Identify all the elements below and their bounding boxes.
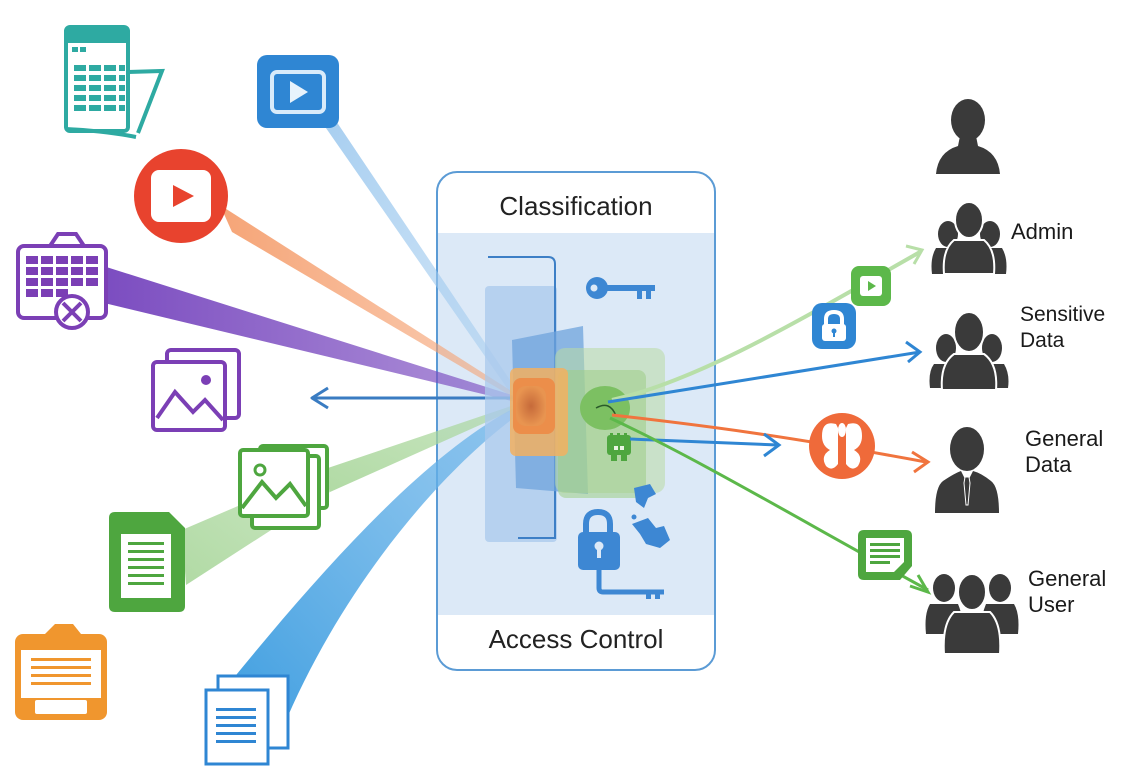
ray-to-general-data-head [911,450,931,474]
lock-badge-icon [812,303,856,349]
user-group-icon [931,201,1007,275]
split-circle-icon [809,413,875,479]
lock-key-icon [578,508,664,599]
ray-calendar [100,265,518,402]
ray-image-green [322,403,520,492]
sensitive-data-label: Sensitive Data [1020,302,1105,354]
arrow-back-head [310,386,329,410]
general-user-label: General User [1028,566,1106,618]
key-icon [586,277,655,299]
video-badge-icon [851,266,891,306]
video-player-icon[interactable] [257,55,339,128]
sensitive-data-line2: Data [1020,329,1065,352]
ray-mid-arrow-head [763,432,782,458]
video-play-icon[interactable] [134,149,228,243]
broken-fragments-icon [631,484,670,548]
layer-orange-core [516,386,546,426]
stacked-documents-icon[interactable] [204,674,290,766]
businessman-icon [935,427,999,513]
image-gallery-icon[interactable] [151,348,241,432]
ray-to-sensitive [607,350,921,404]
admin-label: Admin [1011,219,1074,244]
general-user-line2: User [1028,592,1075,617]
classification-layers [485,256,670,599]
general-user-line1: General [1028,566,1107,591]
ray-to-general-user-head [909,574,932,595]
general-data-line1: General [1025,426,1104,451]
image-gallery-icon[interactable] [238,444,329,530]
single-user-icon [936,99,1000,174]
ray-to-sensitive-head [905,340,923,364]
ray-video-tile [312,108,520,398]
user-group-icon [925,573,1019,655]
general-data-line2: Data [1025,452,1072,477]
calendar-blocked-icon[interactable] [16,232,108,330]
text-document-icon[interactable] [109,512,185,612]
note-badge-icon [858,530,912,580]
ray-stacked-documents [232,405,522,730]
puzzle-shield-icon [607,433,631,461]
layer-green-arc [595,404,617,417]
access-control-label: Access Control [488,624,664,654]
user-group-icon [929,311,1009,391]
layer-bracket [488,256,556,539]
spreadsheet-icon[interactable] [64,25,165,139]
sensitive-data-line1: Sensitive [1020,303,1106,326]
classification-label: Classification [499,191,653,221]
general-data-label: General Data [1025,426,1103,478]
ray-video-circle [220,205,518,400]
ray-to-admin-head [905,244,925,265]
briefcase-icon[interactable] [15,624,107,720]
